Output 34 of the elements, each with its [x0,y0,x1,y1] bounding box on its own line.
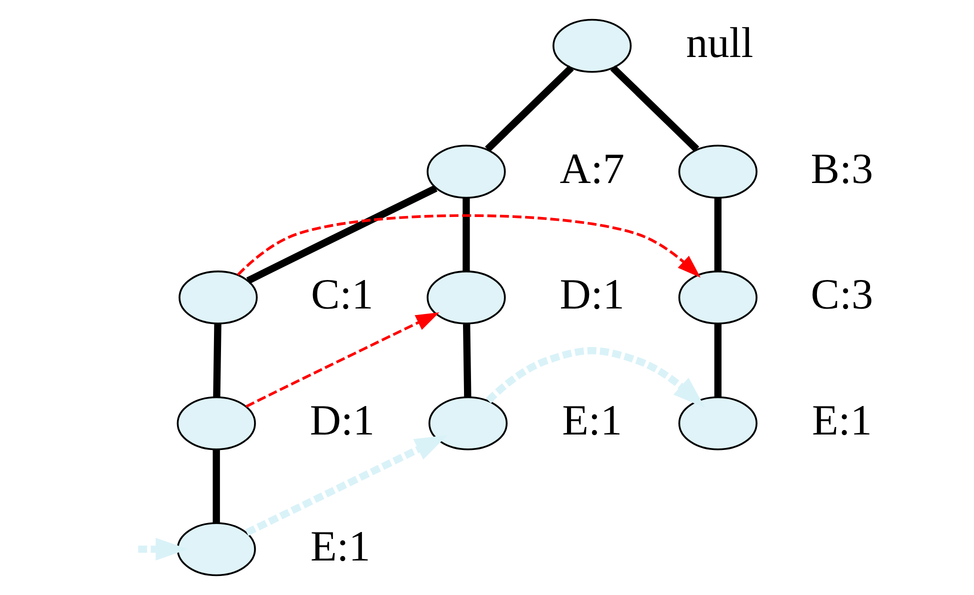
node-ellipse [426,144,506,199]
node-label: E:1 [812,397,872,444]
connector [463,324,472,397]
arrow [245,435,448,536]
arrow [486,347,706,408]
node-label: A:7 [560,146,624,193]
node-ellipse [678,270,758,324]
node-label: D:1 [560,272,624,319]
arrow [138,538,188,561]
node-label: E:1 [562,397,622,444]
node-ellipse [678,396,758,450]
node-ellipse [426,270,506,324]
connector [246,185,438,284]
node-ellipse [176,396,256,450]
node-label: null [686,20,754,67]
node-ellipse [176,522,256,576]
node-label: C:3 [810,272,874,319]
connector [462,198,470,271]
connector [714,198,722,271]
node-label: B:3 [810,146,874,193]
connector [212,450,220,523]
node-ellipse [428,396,508,450]
node-ellipse [552,18,632,73]
connector [484,65,574,152]
node-ellipse [178,270,258,324]
connector [610,65,700,152]
connector [213,324,222,397]
arrow [246,312,440,408]
connector [714,324,722,397]
node-label: E:1 [310,523,370,570]
node-label: D:1 [310,397,375,444]
node-ellipse [678,144,758,199]
arrow [236,214,701,278]
node-label: C:1 [311,272,374,319]
